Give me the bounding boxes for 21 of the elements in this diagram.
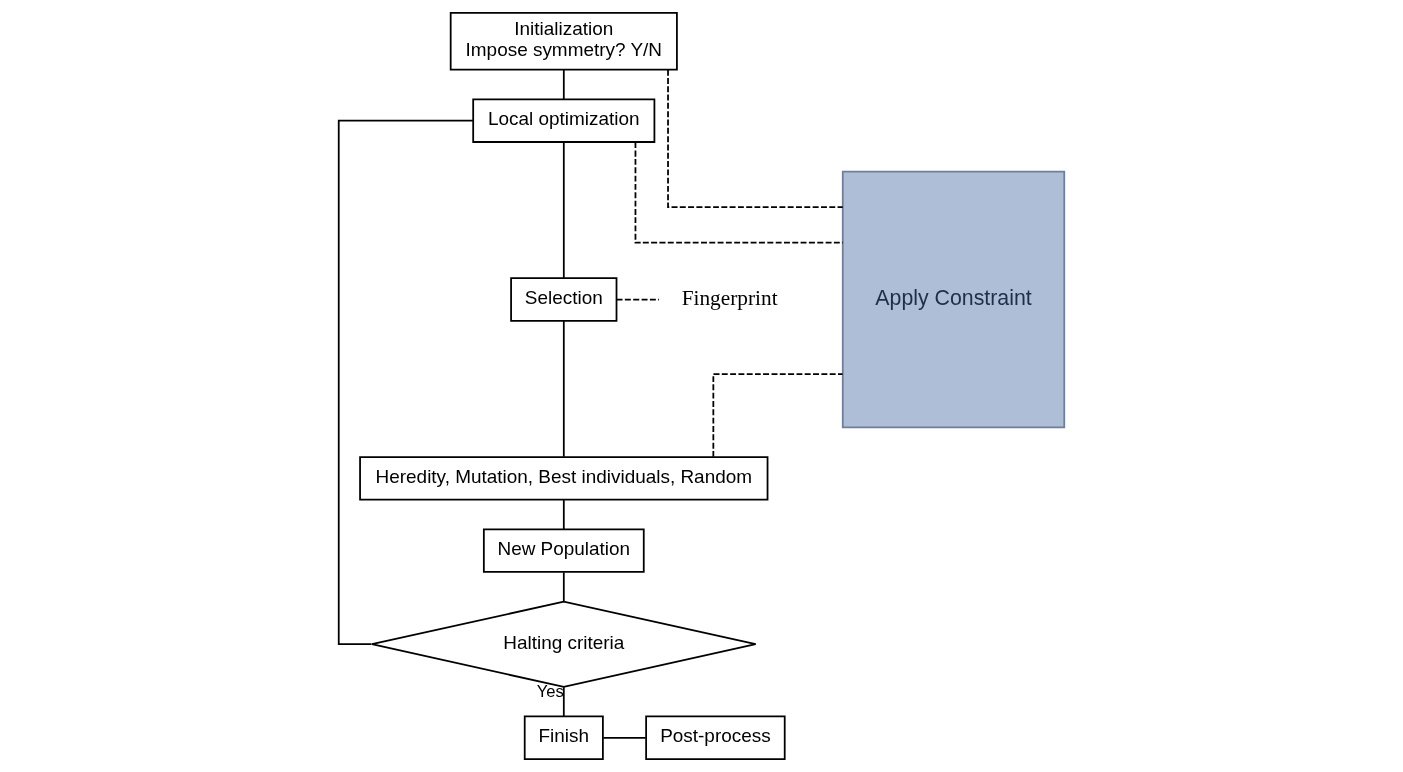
- connector: [602, 736, 647, 739]
- connector: [667, 68, 844, 209]
- node-box: Apply Constraint: [841, 170, 1066, 429]
- connector: [562, 69, 565, 100]
- node-box: Finish: [523, 715, 604, 760]
- connector: [562, 499, 565, 530]
- connector: [337, 119, 474, 646]
- node-box: Local optimization: [472, 98, 656, 143]
- node-box: Post-process: [645, 715, 786, 760]
- connector: [562, 141, 565, 279]
- node-box: Heredity, Mutation, Best individuals, Random: [359, 456, 769, 501]
- node-text: Fingerprint: [681, 285, 778, 310]
- connector: [562, 686, 565, 717]
- connector: [562, 320, 565, 458]
- connector: [712, 373, 844, 458]
- connector: [562, 571, 565, 603]
- connector: [615, 298, 660, 301]
- node-box: New Population: [482, 528, 645, 573]
- node-box: Initialization Impose symmetry? Y/N: [449, 11, 678, 71]
- node-box: Selection: [510, 277, 618, 322]
- connector: [634, 141, 844, 244]
